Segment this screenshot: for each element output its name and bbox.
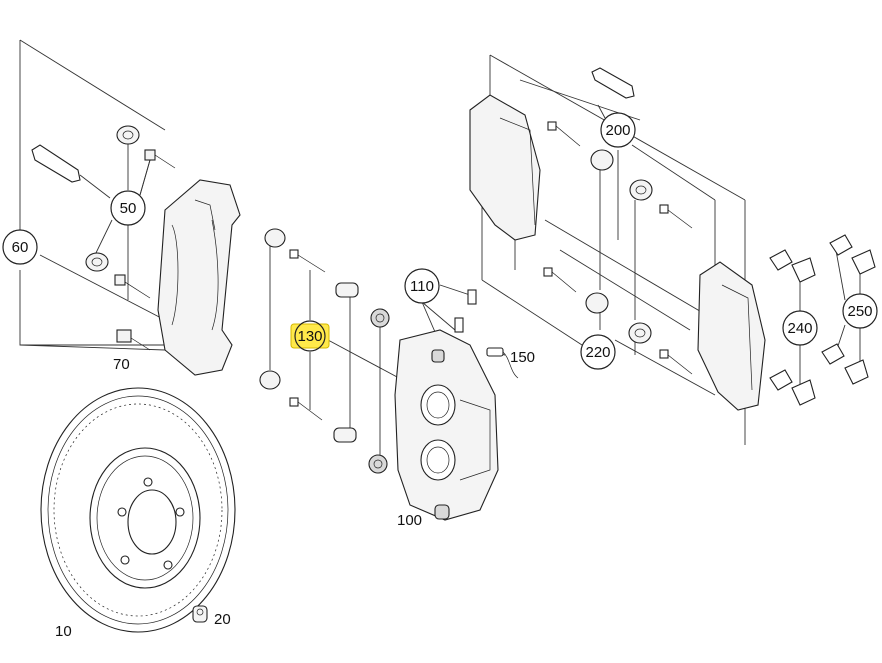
callout-200-label: 200: [605, 122, 630, 139]
callout-60[interactable]: 60: [2, 229, 38, 265]
set-screw: [192, 605, 208, 623]
wear-sensor: [486, 347, 519, 379]
callout-200[interactable]: 200: [600, 112, 636, 148]
callout-50-label: 50: [120, 200, 137, 217]
callout-150-label: 150: [510, 349, 535, 366]
callout-130[interactable]: 130: [290, 320, 330, 352]
callout-250-label: 250: [847, 303, 872, 320]
callout-20[interactable]: 20: [214, 611, 231, 628]
callout-220[interactable]: 220: [580, 334, 616, 370]
callout-50[interactable]: 50: [110, 190, 146, 226]
pad-hardware: [543, 67, 693, 375]
callout-250[interactable]: 250: [842, 293, 878, 329]
callout-70[interactable]: 70: [113, 356, 130, 373]
guide-pin-kit: [259, 228, 390, 474]
guide-bushings: [31, 125, 176, 351]
brake-pad-inner: [469, 94, 541, 241]
callout-220-label: 220: [585, 344, 610, 361]
leader-lines: [19, 39, 861, 460]
pad-clips: [769, 234, 876, 406]
callout-20-label: 20: [214, 611, 231, 628]
brake-disc: [40, 387, 236, 633]
callout-130-highlight: [290, 323, 330, 349]
callout-110[interactable]: 110: [404, 268, 440, 304]
callout-60-label: 60: [12, 239, 29, 256]
brake-pad-outer: [697, 261, 766, 411]
callout-100-label: 100: [397, 512, 422, 529]
callout-10-label: 10: [55, 623, 72, 640]
callout-150[interactable]: 150: [510, 349, 535, 366]
callout-240[interactable]: 240: [782, 310, 818, 346]
bleed-screw: [454, 289, 477, 333]
callout-10[interactable]: 10: [55, 623, 72, 640]
callout-100[interactable]: 100: [397, 512, 422, 529]
caliper-housing: [394, 329, 499, 521]
callout-130-label: 130: [297, 328, 322, 345]
caliper-carrier: [157, 179, 241, 376]
callout-240-label: 240: [787, 320, 812, 337]
callout-70-label: 70: [113, 356, 130, 373]
callout-110-label: 110: [410, 278, 434, 295]
